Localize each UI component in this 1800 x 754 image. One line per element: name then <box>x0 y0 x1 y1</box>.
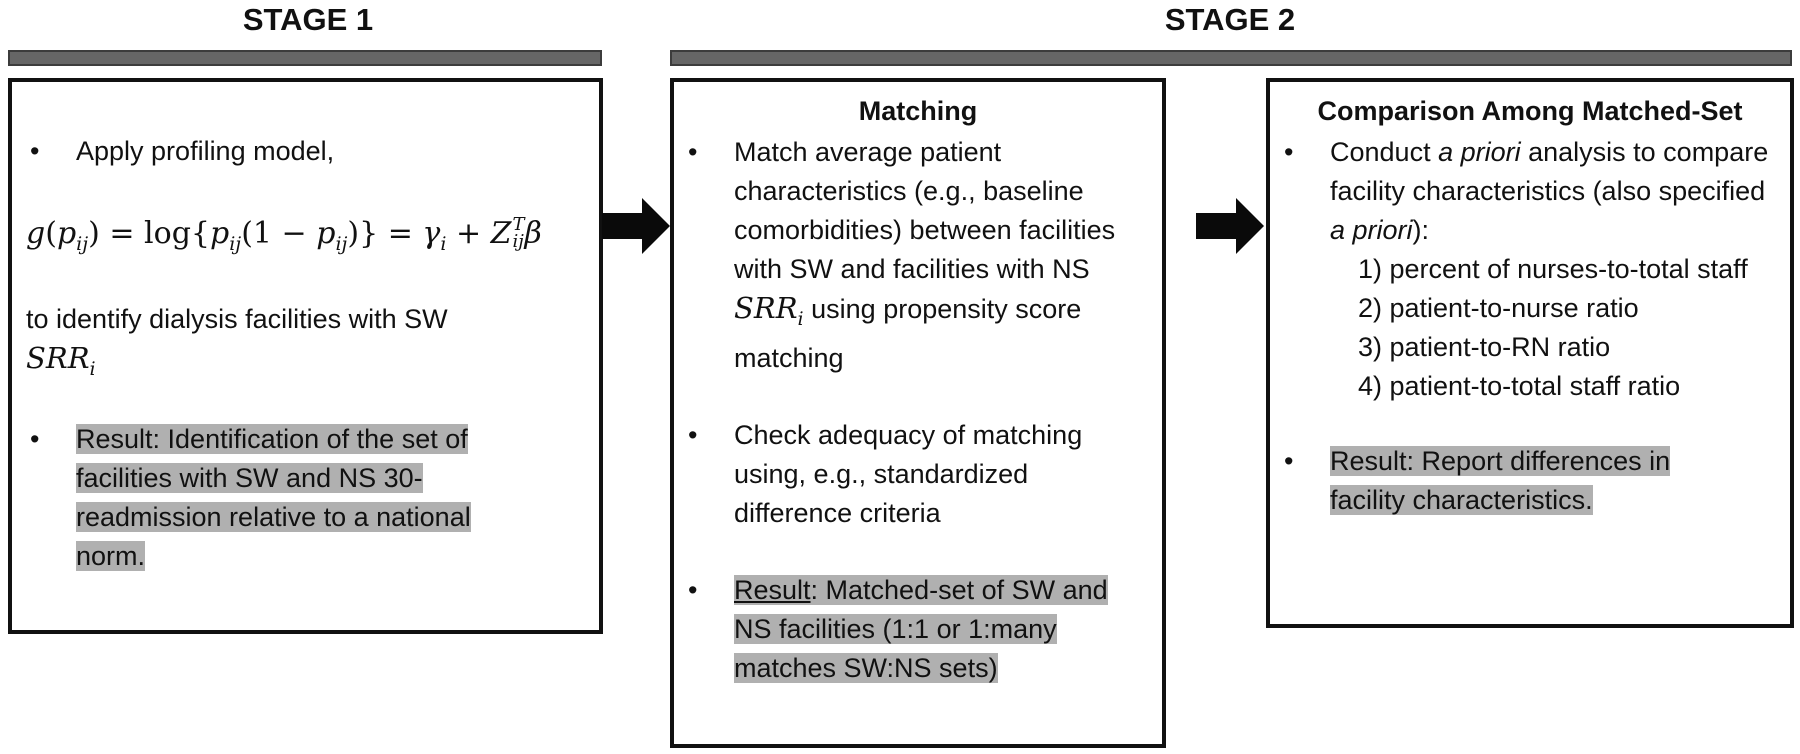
matching-result: Result: Matched-set of SW and NS facilit… <box>674 571 1162 688</box>
analysis-end: ): <box>1412 215 1430 245</box>
eq-p3: p <box>316 216 336 251</box>
matching-box: Matching Match average patient character… <box>670 78 1166 748</box>
comparison-list: 1) percent of nurses-to-total staff 2) p… <box>1330 250 1786 406</box>
list-item: 1) percent of nurses-to-total staff <box>1358 254 1748 284</box>
eq-p1: p <box>56 216 77 251</box>
match-propensity-text: using propensity score matching <box>734 294 1082 373</box>
list-item: 2) patient-to-nurse ratio <box>1358 293 1639 323</box>
stage-1-title: STAGE 1 <box>242 2 374 37</box>
identify-text: to identify dialysis facilities with SW <box>26 304 448 334</box>
stage-1-bullet-apply-model: Apply profiling model, <box>16 132 591 171</box>
match-characteristics-text: Match average patient characteristics (e… <box>734 137 1116 284</box>
comparison-heading: Comparison Among Matched-Set <box>1317 96 1743 126</box>
analysis-pre: Conduct <box>1330 137 1439 167</box>
analysis-mid: analysis to compare facility characteris… <box>1330 137 1769 206</box>
stage-1-box: Apply profiling model, g(pij) = log{pij(… <box>8 78 603 634</box>
matching-bullet-characteristics: Match average patient characteristics (e… <box>674 133 1162 378</box>
stage-1-result-text: Result: Identification of the set of fac… <box>76 424 471 571</box>
stage-2-title: STAGE 2 <box>1164 2 1296 37</box>
srr-base: SRR <box>26 341 90 375</box>
eq-g: g <box>26 216 46 251</box>
eq-i: i <box>440 233 447 255</box>
list-item: 3) patient-to-RN ratio <box>1358 332 1611 362</box>
eq-z: Z <box>490 216 512 251</box>
eq-ij3: ij <box>335 233 348 255</box>
comparison-result: Result: Report differences in facility c… <box>1270 442 1786 520</box>
analysis-em2: a priori <box>1330 215 1413 245</box>
eq-t: T <box>512 214 525 235</box>
eq-p2: p <box>210 216 230 251</box>
analysis-em: a priori <box>1438 137 1521 167</box>
matching-result-text: : Matched-set of SW and NS facilities (1… <box>734 574 1108 683</box>
arrow-right-icon <box>602 198 670 254</box>
matching-result-label: Result <box>734 574 811 605</box>
eq-ij2: ij <box>229 233 242 255</box>
eq-gamma: γ <box>422 216 441 251</box>
list-item: 4) patient-to-total staff ratio <box>1358 371 1681 401</box>
arrow-right-icon <box>1196 198 1264 254</box>
matching-bullet-adequacy: Check adequacy of matching using, e.g., … <box>674 416 1162 533</box>
eq-one: 1 <box>252 216 273 251</box>
comparison-box: Comparison Among Matched-Set Conduct a p… <box>1266 78 1794 628</box>
stage-1-bar <box>8 50 602 66</box>
stage-1-result: Result: Identification of the set of fac… <box>16 420 546 576</box>
match-srr-sub: i <box>797 307 804 330</box>
stage-1-identify-paragraph: to identify dialysis facilities with SW … <box>26 300 586 389</box>
adequacy-text: Check adequacy of matching using, e.g., … <box>734 419 1083 528</box>
comparison-result-text: Result: Report differences in facility c… <box>1330 446 1671 515</box>
srr-sub: i <box>89 357 96 380</box>
eq-beta: β <box>524 216 542 251</box>
matching-heading: Matching <box>858 96 978 126</box>
apply-model-text: Apply profiling model, <box>76 136 335 166</box>
eq-ij4: ij <box>512 231 524 252</box>
eq-ij1: ij <box>76 233 89 255</box>
stage-2-bar <box>670 50 1792 66</box>
comparison-bullet-analysis: Conduct a priori analysis to compare fac… <box>1270 133 1786 406</box>
match-srr-base: SRR <box>734 291 798 325</box>
eq-log: log <box>144 216 191 251</box>
